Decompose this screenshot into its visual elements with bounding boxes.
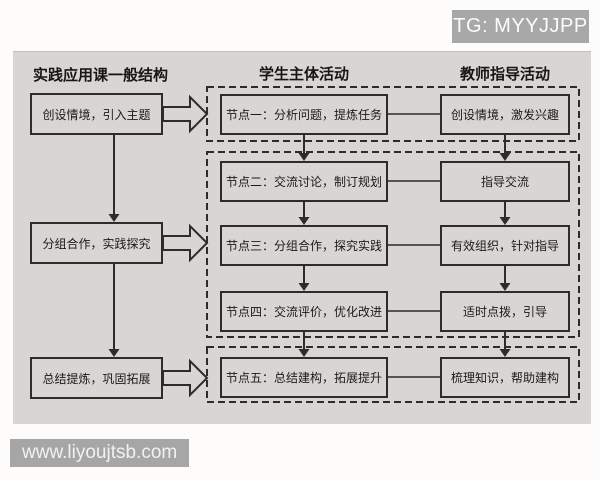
teacher-node-box-5: 梳理知识，帮助建构	[440, 357, 570, 398]
left-step-box-1: 创设情境，引入主题	[30, 93, 163, 135]
teacher-node-box-1: 创设情境，激发兴趣	[440, 94, 570, 135]
teacher-node-box-4: 适时点拨，引导	[440, 291, 570, 332]
teacher-node-box-3: 有效组织，针对指导	[440, 225, 570, 266]
left-column-header: 实践应用课一般结构	[33, 67, 169, 84]
watermark-label: www.liyoujtsb.com	[10, 439, 190, 467]
student-node-box-1: 节点一：分析问题，提炼任务	[220, 94, 388, 135]
student-node-box-4: 节点四：交流评价，优化改进	[220, 291, 388, 332]
teacher-column-header: 教师指导活动	[459, 66, 550, 83]
left-step-box-2: 分组合作，实践探究	[30, 222, 163, 264]
student-column-header: 学生主体活动	[258, 66, 349, 83]
tg-badge: TG: MYYJJPP	[452, 10, 589, 43]
student-node-box-2: 节点二：交流讨论，制订规划	[220, 161, 388, 202]
teacher-node-box-2: 指导交流	[440, 161, 570, 202]
student-node-box-3: 节点三：分组合作，探究实践	[220, 225, 388, 266]
left-step-box-3: 总结提炼，巩固拓展	[30, 357, 163, 399]
student-node-box-5: 节点五：总结建构，拓展提升	[220, 357, 388, 398]
